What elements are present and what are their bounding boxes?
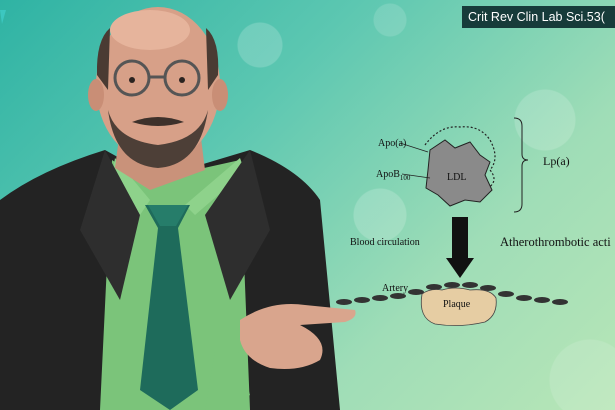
blood-circulation-label: Blood circulation [350, 237, 420, 248]
channel-logo-icon [0, 10, 6, 24]
artery-wall [336, 282, 568, 305]
plaque-shape [420, 287, 497, 326]
apob-label: ApoB100 [376, 169, 410, 182]
down-arrow-shaft [452, 217, 468, 259]
apob-label-text: ApoB [376, 169, 400, 180]
ldl-label: LDL [447, 172, 467, 183]
presenter-figure [0, 7, 356, 410]
apo-a-label: Apo(a) [378, 138, 407, 149]
citation-badge: Crit Rev Clin Lab Sci.53( [462, 6, 615, 28]
artery-label: Artery [382, 283, 409, 294]
apob-subscript: 100 [399, 174, 411, 182]
diagram-graphics [336, 117, 568, 326]
down-arrow-head [446, 258, 474, 278]
lpa-label: Lp(a) [543, 154, 570, 168]
ldl-particle [425, 139, 493, 207]
plaque-label: Plaque [443, 299, 471, 310]
apo-a-coil [424, 126, 496, 191]
lpa-diagram: Apo(a) ApoB100 LDL Lp(a) Blood circulati… [330, 110, 615, 340]
lpa-bracket [513, 117, 529, 213]
atherothrombotic-label: Atherothrombotic acti [500, 235, 611, 249]
